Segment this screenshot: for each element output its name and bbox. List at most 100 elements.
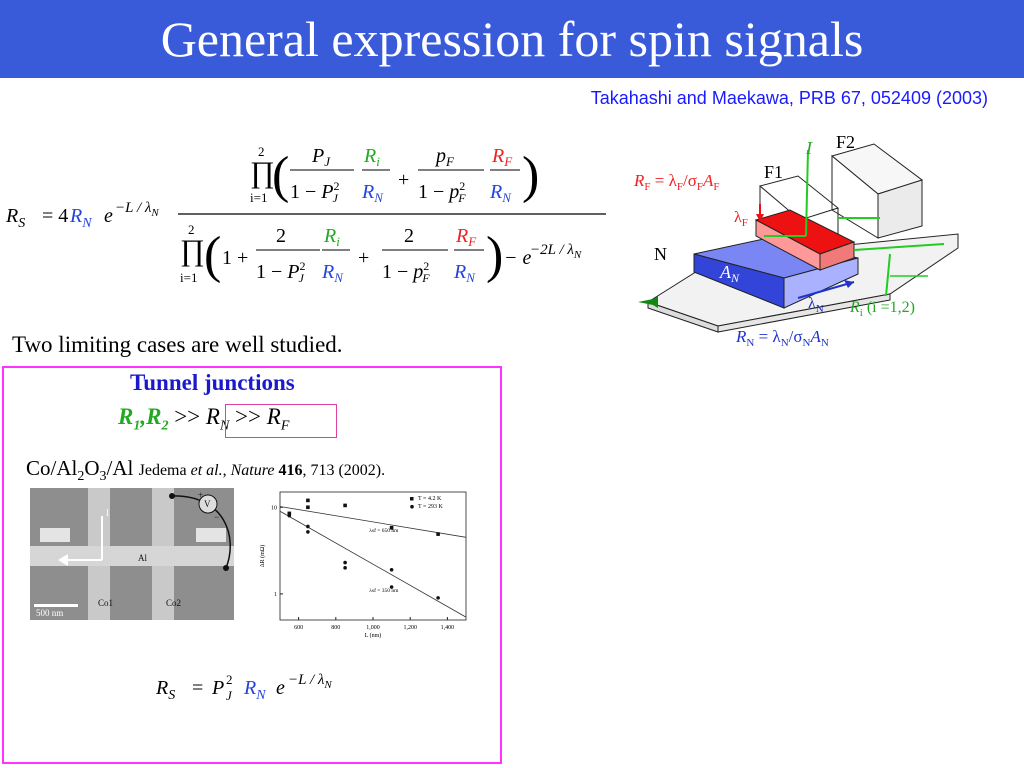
tunnel-formula: RS = P 2 J RN e −L / λN (155, 672, 332, 703)
svg-text:): ) (522, 147, 539, 204)
data-point-circle (389, 567, 394, 572)
svg-text:RN: RN (489, 181, 512, 205)
svg-text:Ri: Ri (363, 145, 380, 169)
svg-text:J: J (226, 688, 233, 703)
tunnel-junction-panel (2, 366, 502, 764)
sem-image: V + − I Al Co1 Co2 500 nm (30, 488, 234, 620)
svg-text:=: = (192, 677, 203, 699)
tunnel-condition: R1,R2 >> RN >> RF (118, 404, 290, 434)
svg-text:RF: RF (455, 225, 477, 249)
svg-text:= 4: = 4 (42, 205, 68, 227)
svg-text:RF: RF (491, 145, 513, 169)
svg-text:+: + (358, 247, 369, 269)
svg-text:i=1: i=1 (250, 190, 267, 205)
svg-text:−L / λN: −L / λN (288, 672, 332, 691)
svg-text:i=1: i=1 (180, 270, 197, 285)
condition-highlight-box (225, 404, 337, 438)
svg-text:RN: RN (243, 677, 266, 703)
fit-line (279, 506, 467, 538)
y-tick-label: 10 (271, 505, 277, 511)
svg-text:2: 2 (276, 225, 286, 247)
svg-text:1 − P2J: 1 − P2J (290, 179, 340, 205)
svg-text:2: 2 (188, 222, 195, 237)
x-axis-label: L (nm) (365, 632, 382, 639)
data-point-circle (343, 566, 347, 570)
data-point-circle (343, 560, 347, 565)
svg-text:1 − p2F: 1 − p2F (382, 259, 430, 285)
svg-text:RN: RN (321, 261, 344, 285)
svg-text:Co1: Co1 (98, 598, 113, 608)
svg-text:2: 2 (226, 672, 233, 687)
svg-text:∏: ∏ (180, 234, 205, 267)
svg-text:2: 2 (404, 225, 414, 247)
svg-text:1 − p2F: 1 − p2F (418, 179, 466, 205)
svg-text:F2: F2 (836, 132, 855, 152)
svg-text:): ) (486, 227, 503, 284)
legend-label: T = 293 K (418, 504, 443, 510)
svg-text:−: − (214, 512, 219, 522)
legend-marker (410, 504, 414, 509)
fit-line-label: λsf = 650 nm (369, 527, 399, 534)
svg-text:∏: ∏ (250, 156, 275, 189)
svg-text:Al: Al (138, 553, 147, 563)
data-point-circle (287, 513, 292, 518)
svg-text:RN: RN (361, 181, 384, 205)
data-point-square (306, 498, 310, 503)
svg-text:PJ: PJ (311, 145, 331, 169)
x-tick-label: 800 (331, 625, 340, 631)
svg-text:(: ( (272, 147, 289, 204)
svg-text:2: 2 (258, 144, 265, 159)
title-bar (0, 0, 1024, 78)
device-diagram: F2 F1 I N AN RF = λF/σFAF λF λN Ri (i =1… (633, 132, 959, 349)
svg-text:RN: RN (453, 261, 476, 285)
legend-label: T = 4.2 K (418, 496, 442, 502)
data-point-circle (436, 596, 440, 600)
material-reference: Co/Al2O3/Al Jedema et al., Nature 416, 7… (26, 456, 386, 485)
svg-text:F1: F1 (764, 162, 783, 182)
svg-text:+: + (398, 169, 409, 191)
x-tick-label: 600 (294, 625, 303, 631)
svg-text:Co2: Co2 (166, 598, 181, 608)
y-axis-label: ΔR (mΩ) (259, 545, 266, 567)
svg-text:I: I (106, 508, 109, 518)
data-point-square (436, 532, 440, 536)
slide-title: General expression for spin signals (160, 11, 864, 67)
svg-text:λF: λF (734, 209, 748, 229)
svg-text:1 − P2J: 1 − P2J (256, 259, 306, 285)
svg-text:500 nm: 500 nm (36, 608, 63, 618)
data-point-square (389, 525, 394, 530)
svg-text:P: P (211, 677, 224, 699)
svg-text:V: V (204, 499, 211, 509)
fit-line-label: λsf = 350 nm (369, 587, 399, 594)
citation: Takahashi and Maekawa, PRB 67, 052409 (2… (590, 88, 988, 108)
x-tick-label: 1,400 (441, 625, 455, 631)
svg-text:− e: − e (504, 247, 531, 269)
svg-text:e: e (276, 677, 285, 699)
data-point-square (306, 505, 310, 510)
svg-text:RS: RS (5, 205, 25, 231)
svg-text:−2L / λN: −2L / λN (530, 242, 582, 261)
legend-marker (410, 497, 414, 501)
svg-text:e: e (104, 205, 113, 227)
tunnel-junctions-heading: Tunnel junctions (130, 370, 295, 395)
limiting-cases-text: Two limiting cases are well studied. (12, 332, 343, 357)
svg-text:RF = λF/σFAF: RF = λF/σFAF (633, 171, 720, 193)
x-tick-label: 1,200 (403, 625, 417, 631)
svg-text:−L / λN: −L / λN (115, 200, 159, 219)
data-point-circle (389, 585, 394, 589)
fit-line (279, 510, 467, 618)
svg-text:(: ( (204, 227, 221, 284)
data-point-circle (306, 530, 310, 534)
svg-text:AN: AN (719, 262, 740, 285)
svg-text:N: N (654, 244, 667, 264)
svg-text:I: I (805, 138, 813, 158)
svg-text:+: + (198, 490, 203, 500)
svg-text:RS: RS (155, 677, 175, 703)
data-point-square (343, 503, 347, 508)
svg-text:1 +: 1 + (222, 247, 248, 269)
svg-text:pF: pF (434, 145, 455, 169)
y-tick-label: 1 (274, 592, 277, 598)
svg-text:RN = λN/σNAN: RN = λN/σNAN (735, 327, 829, 349)
